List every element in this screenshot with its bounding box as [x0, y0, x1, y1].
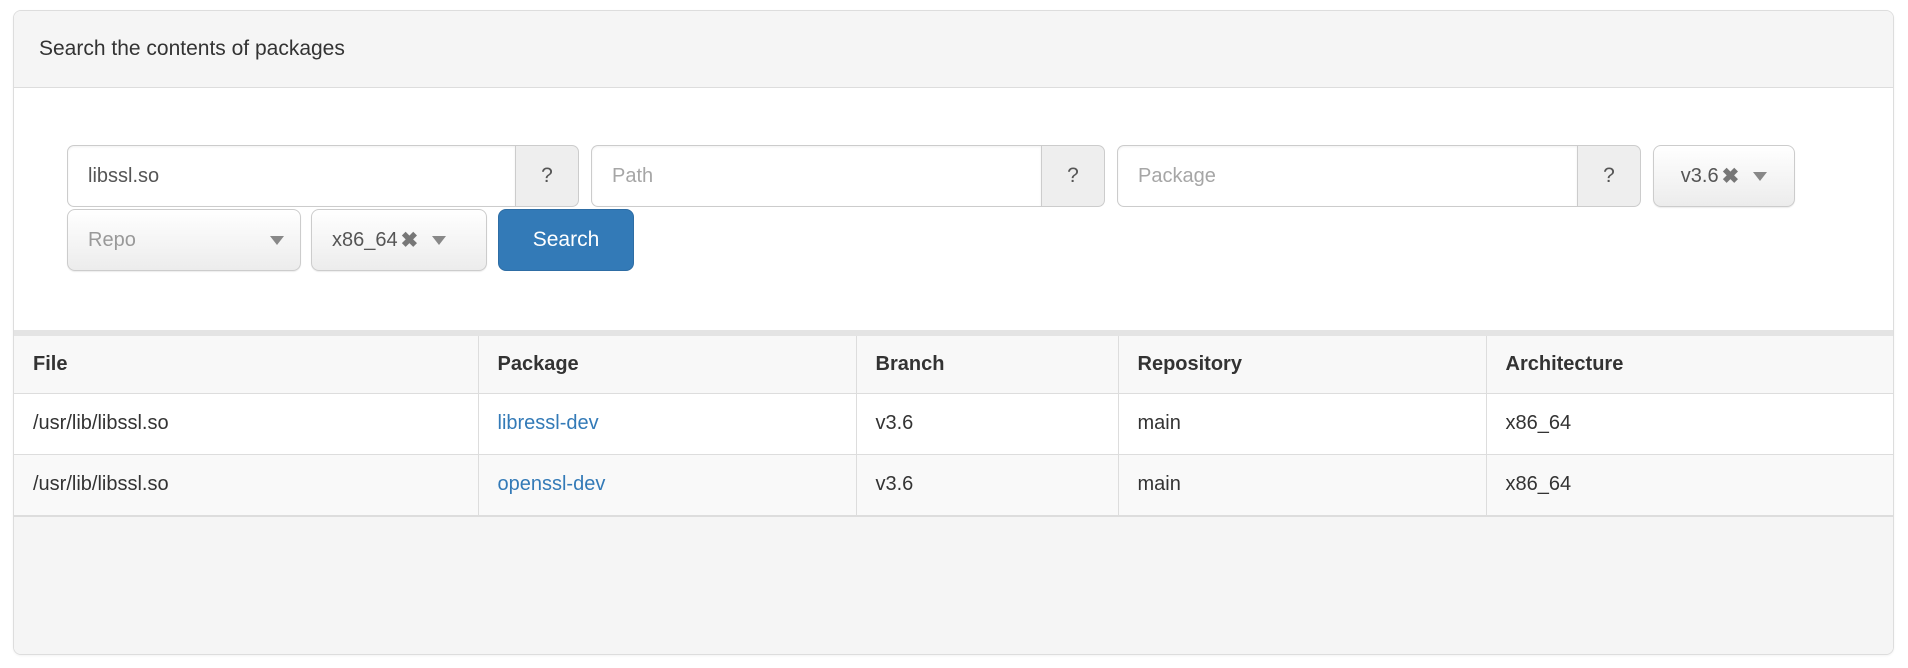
caret-down-icon [270, 235, 284, 245]
panel-heading: Search the contents of packages [14, 11, 1893, 88]
table-row: /usr/lib/libssl.so openssl-dev v3.6 main… [14, 454, 1893, 516]
package-link[interactable]: openssl-dev [497, 473, 606, 495]
package-cell: libressl-dev [477, 393, 856, 455]
form-row-2: Repo x86_64 ✖ Search [67, 209, 1869, 271]
file-search-input[interactable] [67, 145, 515, 207]
table-row: /usr/lib/libssl.so libressl-dev v3.6 mai… [14, 393, 1893, 455]
column-header-repository: Repository [1117, 336, 1486, 394]
table-top-divider [14, 330, 1893, 336]
arch-select[interactable]: x86_64 ✖ [311, 209, 487, 271]
repo-select-placeholder: Repo [88, 228, 136, 251]
branch-select-value: v3.6 [1680, 164, 1719, 187]
panel-footer [14, 515, 1893, 654]
package-cell: openssl-dev [477, 454, 856, 516]
repo-select[interactable]: Repo [67, 209, 301, 271]
path-input-group: ? [591, 145, 1105, 207]
package-link[interactable]: libressl-dev [497, 412, 599, 434]
help-icon: ? [541, 164, 553, 187]
repository-cell: main [1117, 454, 1486, 516]
branch-select[interactable]: v3.6 ✖ [1653, 145, 1795, 207]
help-icon: ? [1067, 164, 1079, 187]
branch-cell: v3.6 [855, 454, 1118, 516]
column-header-file: File [14, 336, 478, 394]
clear-icon[interactable]: ✖ [400, 228, 419, 252]
arch-select-value: x86_64 [332, 228, 398, 251]
help-icon: ? [1603, 164, 1615, 187]
branch-cell: v3.6 [855, 393, 1118, 455]
table-header-row: File Package Branch Repository Architect… [14, 336, 1893, 394]
column-header-package: Package [477, 336, 856, 394]
file-input-group: ? [67, 145, 579, 207]
package-input-group: ? [1117, 145, 1641, 207]
results-table: File Package Branch Repository Architect… [14, 336, 1893, 516]
file-cell: /usr/lib/libssl.so [14, 454, 478, 516]
caret-down-icon [1753, 171, 1768, 181]
path-input[interactable] [591, 145, 1041, 207]
column-header-branch: Branch [855, 336, 1118, 394]
page-title: Search the contents of packages [39, 37, 345, 60]
form-row-1: ? ? ? v3.6 ✖ [67, 145, 1869, 207]
column-header-architecture: Architecture [1485, 336, 1893, 394]
package-help-button[interactable]: ? [1577, 145, 1641, 207]
clear-icon[interactable]: ✖ [1721, 164, 1740, 188]
search-button[interactable]: Search [498, 209, 634, 271]
file-cell: /usr/lib/libssl.so [14, 393, 478, 455]
file-help-button[interactable]: ? [515, 145, 579, 207]
package-input[interactable] [1117, 145, 1577, 207]
path-help-button[interactable]: ? [1041, 145, 1105, 207]
search-form: ? ? ? v3.6 ✖ Repo [14, 88, 1893, 330]
architecture-cell: x86_64 [1485, 454, 1893, 516]
caret-down-icon [432, 235, 447, 245]
repository-cell: main [1117, 393, 1486, 455]
search-panel: Search the contents of packages ? ? ? [13, 10, 1894, 655]
architecture-cell: x86_64 [1485, 393, 1893, 455]
